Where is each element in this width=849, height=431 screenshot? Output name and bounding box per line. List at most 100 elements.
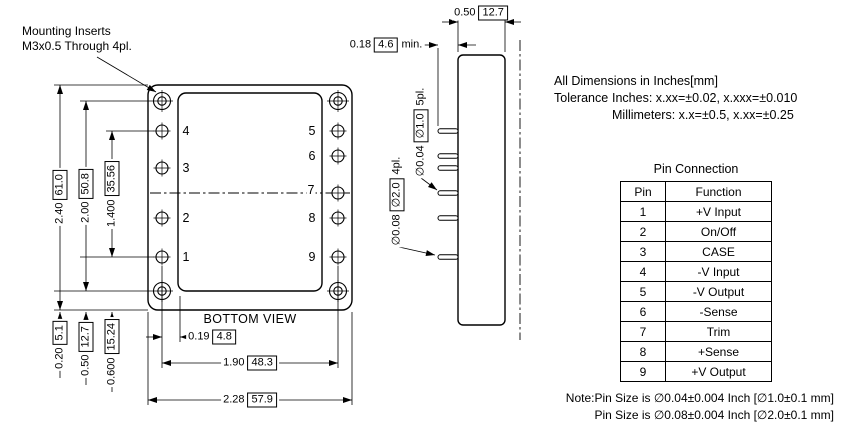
dim-body-width: 0.50 12.7 bbox=[452, 5, 510, 21]
dim-mm-value: 57.9 bbox=[247, 392, 277, 408]
table-row: 1 +V Input bbox=[620, 201, 772, 222]
dim-inch-value: 0.600 bbox=[105, 357, 118, 386]
pin-cell: 5 bbox=[620, 281, 666, 302]
dim-pin-diameter-large: ∅0.08 ∅2.0 4pl. bbox=[389, 154, 405, 248]
dim-mm-value: 15.24 bbox=[104, 318, 120, 355]
side-view-drawing bbox=[437, 40, 521, 340]
mounting-annotation: Mounting Inserts M3x0.5 Through 4pl. bbox=[22, 24, 132, 54]
pin-cell: 6 bbox=[620, 301, 666, 322]
dim-pin-length: 0.18 4.6 min. bbox=[347, 37, 425, 53]
pin-stub bbox=[437, 128, 459, 134]
dim-mm-value: 4.6 bbox=[374, 37, 398, 53]
dim-mm-value: 12.7 bbox=[78, 322, 94, 352]
pin-number-3: 3 bbox=[181, 161, 191, 175]
function-cell: -V Output bbox=[665, 281, 772, 302]
dim-inch-value: 0.19 bbox=[188, 330, 210, 343]
function-cell: On/Off bbox=[665, 221, 772, 242]
pin-number-4: 4 bbox=[181, 124, 191, 138]
function-cell: -Sense bbox=[665, 301, 772, 322]
dim-suffix: 4pl. bbox=[390, 156, 403, 175]
dim-mm-value: 50.8 bbox=[78, 169, 94, 199]
table-row: 7 Trim bbox=[620, 321, 772, 342]
pin-stub bbox=[437, 254, 459, 260]
dim-inch-value: ∅0.04 bbox=[414, 145, 427, 177]
side-body-outline bbox=[457, 54, 506, 326]
table-row: 2 On/Off bbox=[620, 221, 772, 242]
table-header-row: Pin Function bbox=[620, 181, 772, 202]
module-inner-outline bbox=[177, 92, 323, 292]
dim-hole-spacing: 2.00 50.8 bbox=[78, 167, 94, 225]
dim-mm-value: 48.3 bbox=[247, 355, 277, 371]
pin-number-8: 8 bbox=[307, 211, 317, 225]
function-cell: +V Input bbox=[665, 201, 772, 222]
pin-size-notes: Note:Pin Size is ∅0.04±0.004 Inch [∅1.0±… bbox=[548, 390, 834, 424]
function-cell: CASE bbox=[665, 241, 772, 262]
col-header-pin: Pin bbox=[620, 181, 666, 202]
dim-mm-value: 4.8 bbox=[212, 329, 236, 345]
dim-inch-value: 2.40 bbox=[53, 202, 66, 224]
dim-pin-span: 1.90 48.3 bbox=[221, 355, 279, 371]
table-row: 6 -Sense bbox=[620, 301, 772, 322]
table-row: 3 CASE bbox=[620, 241, 772, 262]
table-row: 4 -V Input bbox=[620, 261, 772, 282]
bottom-view-drawing bbox=[147, 84, 353, 311]
dim-inch-value: 2.00 bbox=[79, 201, 92, 223]
tolerance-mm: Millimeters: x.x=±0.5, x.xx=±0.25 bbox=[612, 108, 794, 122]
pin-cell: 2 bbox=[620, 221, 666, 242]
mounting-annotation-line2: M3x0.5 Through 4pl. bbox=[22, 39, 132, 53]
table-row: 9 +V Output bbox=[620, 361, 772, 382]
dim-suffix: min. bbox=[401, 38, 423, 51]
function-cell: +Sense bbox=[665, 341, 772, 362]
pin-stub bbox=[437, 215, 459, 221]
pin-stub bbox=[437, 190, 459, 196]
pin-number-5: 5 bbox=[307, 124, 317, 138]
bottom-view-label: BOTTOM VIEW bbox=[203, 312, 297, 326]
pin-stub bbox=[437, 165, 459, 171]
dim-outer-width: 2.28 57.9 bbox=[221, 392, 279, 408]
function-cell: Trim bbox=[665, 321, 772, 342]
dim-outer-height: 2.40 61.0 bbox=[52, 168, 68, 226]
dim-bottom-pin-offset-b: 0.600 15.24 bbox=[104, 316, 120, 388]
pin-stub bbox=[437, 153, 459, 159]
dim-pin-diameter-small: ∅0.04 ∅1.0 5pl. bbox=[413, 85, 429, 179]
dim-mm-value: 35.56 bbox=[104, 160, 120, 197]
function-cell: +V Output bbox=[665, 361, 772, 382]
dim-bottom-pin-offset-a: 0.50 12.7 bbox=[78, 320, 94, 378]
dim-mm-value: 5.1 bbox=[52, 321, 68, 345]
col-header-function: Function bbox=[665, 181, 772, 202]
pin-number-2: 2 bbox=[181, 211, 191, 225]
dim-inch-value: 0.50 bbox=[79, 354, 92, 376]
dim-mm-value: 12.7 bbox=[478, 5, 508, 21]
dim-inch-value: 0.20 bbox=[53, 347, 66, 369]
dim-inch-value: 0.50 bbox=[454, 6, 476, 19]
pin-connection-section: Pin Connection Pin Function 1 +V Input 2… bbox=[620, 162, 772, 382]
dim-pin-column-height: 1.400 35.56 bbox=[104, 158, 120, 230]
pin-number-7: 7 bbox=[306, 183, 316, 197]
table-row: 8 +Sense bbox=[620, 341, 772, 362]
dim-inch-value: 0.18 bbox=[349, 38, 372, 51]
dim-bottom-hole-offset: 0.20 5.1 bbox=[52, 319, 68, 371]
pin-number-1: 1 bbox=[181, 250, 191, 264]
pin-table-title: Pin Connection bbox=[653, 162, 739, 176]
pin-cell: 4 bbox=[620, 261, 666, 282]
function-cell: -V Input bbox=[665, 261, 772, 282]
pin-connection-table: Pin Function 1 +V Input 2 On/Off 3 CASE bbox=[620, 181, 772, 382]
pin-size-note-2: Pin Size is ∅0.08±0.004 Inch [∅2.0±0.1 m… bbox=[594, 408, 834, 422]
pin-number-9: 9 bbox=[307, 250, 317, 264]
dimensions-note: All Dimensions in Inches[mm] bbox=[554, 74, 718, 88]
pin-cell: 8 bbox=[620, 341, 666, 362]
pin-number-6: 6 bbox=[307, 149, 317, 163]
mounting-annotation-line1: Mounting Inserts bbox=[22, 24, 111, 38]
pin-cell: 9 bbox=[620, 361, 666, 382]
dim-inch-value: 2.28 bbox=[223, 393, 245, 406]
dim-mm-value: ∅2.0 bbox=[389, 178, 405, 212]
dim-inch-value: 1.400 bbox=[105, 199, 118, 228]
pin-cell: 7 bbox=[620, 321, 666, 342]
dim-mm-value: ∅1.0 bbox=[413, 109, 429, 143]
table-row: 5 -V Output bbox=[620, 281, 772, 302]
pin-cell: 1 bbox=[620, 201, 666, 222]
pin-cell: 3 bbox=[620, 241, 666, 262]
dim-mm-value: 61.0 bbox=[52, 170, 68, 200]
